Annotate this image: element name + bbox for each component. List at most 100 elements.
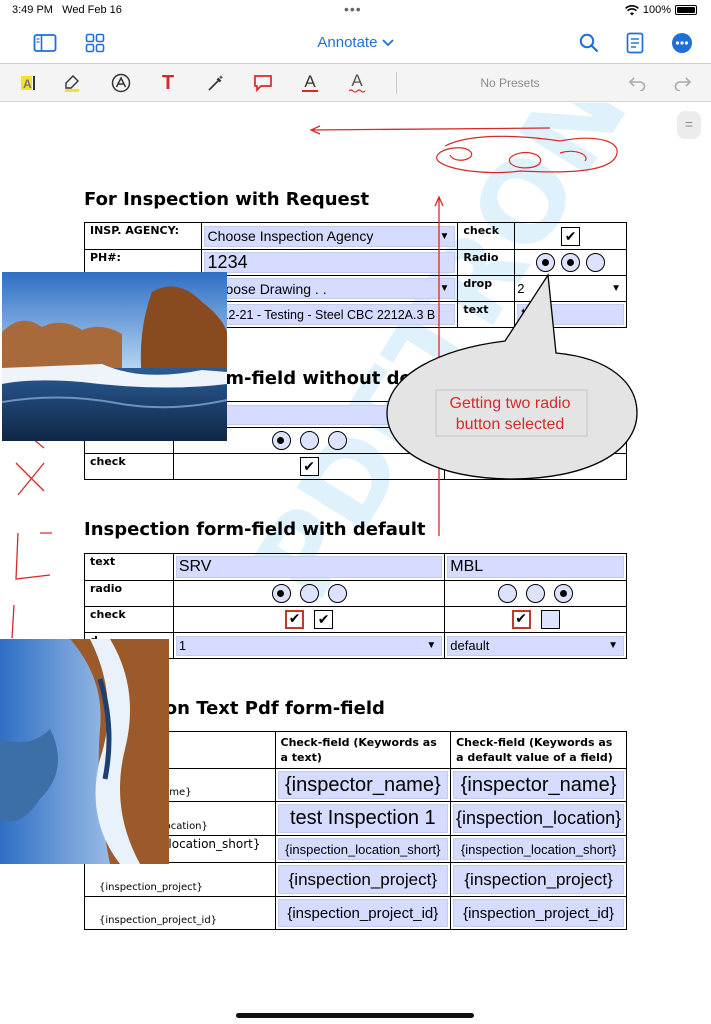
agency-cell: Choose Inspection Agency ▼ xyxy=(200,222,459,250)
highlighter-pen-icon[interactable] xyxy=(60,72,84,94)
s3-dropdown-2[interactable]: default▼ xyxy=(447,635,624,656)
pdf-page[interactable]: PDFTRON = For Inspection with Request IN… xyxy=(0,103,711,1024)
srv-text-field[interactable]: SRV xyxy=(175,556,443,578)
status-time: 3:49 PM Wed Feb 16 xyxy=(12,4,122,16)
field-value: {inspection_project} xyxy=(288,869,438,889)
radio-button-selected[interactable] xyxy=(271,584,291,603)
keyword-default-field[interactable]: {inspection_project} xyxy=(453,865,624,894)
squiggly-text-glyph: A xyxy=(351,71,363,90)
field-value: {inspection_project} xyxy=(464,869,613,889)
keyword-text-field[interactable]: {inspection_project} xyxy=(277,865,449,894)
more-options-icon[interactable] xyxy=(669,30,695,56)
callout-line-1: Getting two radio xyxy=(449,395,571,412)
navigation-bar: Annotate xyxy=(0,22,711,64)
callout-bubble[interactable] xyxy=(386,273,638,480)
section3-form-table: text SRV MBL radio check ✔ ✔ xyxy=(84,553,627,659)
mbl-text-field[interactable]: MBL xyxy=(447,556,624,578)
svg-text:A: A xyxy=(23,77,32,91)
s3-drop-cell: 1▼ xyxy=(172,632,446,659)
radio-button[interactable] xyxy=(526,584,546,603)
keyword-text-field[interactable]: test Inspection 1 xyxy=(277,804,449,833)
keyword-text-field[interactable]: {inspection_project_id} xyxy=(277,899,449,927)
radio-button-selected[interactable] xyxy=(561,253,581,272)
search-icon[interactable] xyxy=(576,30,602,56)
drop-dropdown[interactable]: 2 ▼ xyxy=(515,278,626,299)
battery-percent: 100% xyxy=(642,4,671,16)
text-highlight-tool-icon[interactable]: A xyxy=(16,72,40,94)
signature-tool-icon[interactable] xyxy=(109,72,133,94)
ink-mark[interactable] xyxy=(11,604,15,639)
rotated-photo-stamp[interactable] xyxy=(0,639,169,864)
s3-dropdown-1[interactable]: 1▼ xyxy=(175,635,443,656)
keyword-default-field[interactable]: {inspection_project_id} xyxy=(453,899,624,927)
callout-text[interactable]: Getting two radio button selected xyxy=(430,393,590,435)
annotate-mode-menu[interactable]: Annotate xyxy=(317,34,394,51)
radio-button[interactable] xyxy=(299,584,319,603)
drawing-cell: Choose Drawing . . ▼ xyxy=(200,275,459,302)
landscape-photo-stamp[interactable] xyxy=(2,272,227,441)
keyword-text-field[interactable]: {inspection_location_short} xyxy=(277,838,449,860)
checkbox-checked-default[interactable]: ✔ xyxy=(511,610,531,629)
status-bar: 3:49 PM Wed Feb 16 ••• 100% xyxy=(0,0,711,22)
thumbnails-grid-icon[interactable] xyxy=(82,30,108,56)
radio-button[interactable] xyxy=(327,584,347,603)
inspection-agency-dropdown[interactable]: Choose Inspection Agency ▼ xyxy=(203,225,456,247)
toolbar-divider xyxy=(396,72,397,94)
s4-row-cell: {inspector_name} xyxy=(274,768,452,802)
radio-button[interactable] xyxy=(586,253,606,272)
radio-button[interactable] xyxy=(299,431,319,450)
scroll-handle[interactable]: = xyxy=(677,111,701,139)
presets-label: No Presets xyxy=(480,76,540,90)
ph-number-value: 1234 xyxy=(207,252,248,272)
radio-button[interactable] xyxy=(498,584,518,603)
battery-icon xyxy=(675,5,697,15)
smart-pen-icon[interactable] xyxy=(204,72,228,94)
field-value: {inspection_location_short} xyxy=(285,841,441,857)
inspection-type-field[interactable]: 2212-21 - Testing - Steel CBC 2212A.3 B xyxy=(203,304,456,325)
s4-col2-header: Check-field (Keywords as a text) xyxy=(274,731,452,769)
s2-check-cell: ✔ xyxy=(172,453,446,480)
free-text-tool-icon[interactable]: T xyxy=(161,71,175,94)
drawing-dropdown-value: Choose Drawing . . xyxy=(207,280,327,297)
s3-dropdown-1-value: 1 xyxy=(178,638,187,653)
checkbox-checked[interactable]: ✔ xyxy=(561,226,581,246)
checkbox-checked-default[interactable]: ✔ xyxy=(285,610,305,629)
annotation-toolbar: A T A A No Presets xyxy=(0,64,711,102)
s4-row-cell: {inspection_project} xyxy=(450,862,627,897)
section1-heading: For Inspection with Request xyxy=(84,189,370,210)
squiggly-text-tool-icon[interactable]: A xyxy=(345,72,369,94)
undo-icon[interactable] xyxy=(625,72,649,94)
radio-button-selected[interactable] xyxy=(554,584,574,603)
keyword-text-field[interactable]: {inspector_name} xyxy=(277,771,449,799)
s3-drop-cell-right: default▼ xyxy=(444,632,627,659)
radio-button-selected[interactable] xyxy=(536,253,556,272)
redo-icon[interactable] xyxy=(671,72,695,94)
comment-note-icon[interactable] xyxy=(251,72,275,94)
multitasking-dots-icon[interactable]: ••• xyxy=(344,1,362,17)
s3-mbl-cell: MBL xyxy=(444,553,627,581)
keyword-default-field[interactable]: {inspector_name} xyxy=(453,771,624,799)
ph-number-field[interactable]: 1234 xyxy=(203,252,456,273)
drawing-dropdown[interactable]: Choose Drawing . . ▼ xyxy=(203,278,456,299)
checkbox-unchecked[interactable] xyxy=(540,610,560,629)
ink-annotations[interactable] xyxy=(0,103,711,1024)
radio-button-selected[interactable] xyxy=(271,431,291,450)
checkbox-checked[interactable]: ✔ xyxy=(299,457,319,476)
checkbox-checked[interactable]: ✔ xyxy=(314,610,334,629)
mbl-value: MBL xyxy=(450,558,484,575)
sidebar-toggle-icon[interactable] xyxy=(32,30,58,56)
s3-text-label: text xyxy=(84,553,174,581)
reader-mode-icon[interactable] xyxy=(622,30,648,56)
s3-radio-cell-right xyxy=(444,580,627,607)
chevron-down-icon xyxy=(381,39,394,47)
radio-button[interactable] xyxy=(327,431,347,450)
dropdown-arrow-icon: ▼ xyxy=(608,640,618,651)
keyword-default-field[interactable]: {inspection_location_short} xyxy=(453,838,624,860)
text-color-tool-icon[interactable]: A xyxy=(298,72,322,94)
ink-mark[interactable] xyxy=(15,532,52,580)
ink-scribble[interactable] xyxy=(436,135,618,174)
ink-arrow-left[interactable] xyxy=(309,125,551,135)
keyword-default-field[interactable]: {inspection_location} xyxy=(453,804,624,833)
dropdown-arrow-icon: ▼ xyxy=(439,283,450,294)
check-label: check xyxy=(457,222,516,250)
